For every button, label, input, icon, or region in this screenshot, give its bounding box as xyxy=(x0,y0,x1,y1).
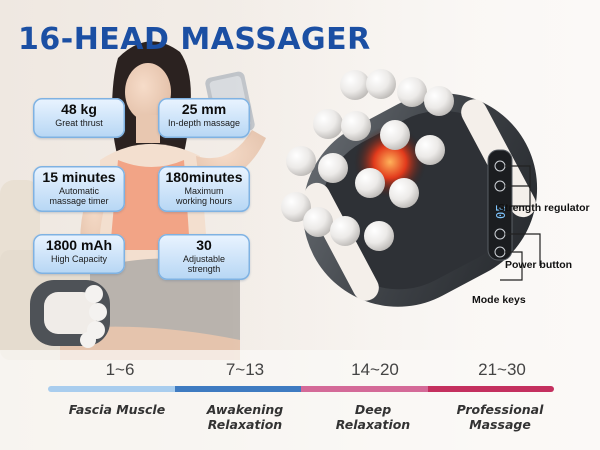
spec-desc: Adjustable strength xyxy=(182,254,226,274)
level-range-1: 1~6 xyxy=(105,360,135,379)
scale-segment-3 xyxy=(301,386,428,392)
spec-desc: Maximum working hours xyxy=(175,186,233,206)
spec-value: 1800 mAh xyxy=(45,237,113,253)
level-range-4: 21~30 xyxy=(478,360,526,379)
spec-value: 30 xyxy=(196,237,212,253)
level-label-4: Professional Massage xyxy=(456,402,544,432)
display-readout: 0E xyxy=(494,205,508,219)
callout-strength-regulator: Strength regulator xyxy=(498,202,590,214)
scale-segment-2 xyxy=(174,386,301,392)
level-label-3: Deep Relaxation xyxy=(335,402,411,432)
spec-desc: High Capacity xyxy=(50,254,108,264)
level-range-3: 14~20 xyxy=(351,360,399,379)
callout-mode-keys: Mode keys xyxy=(472,294,526,306)
scale-segment-1 xyxy=(48,386,175,392)
spec-desc: In-depth massage xyxy=(167,118,241,128)
callout-power-button: Power button xyxy=(505,259,573,271)
massage-heads xyxy=(281,69,454,251)
spec-desc: Automatic massage timer xyxy=(49,186,109,206)
spec-desc: Great thrust xyxy=(55,118,103,128)
scale-segment-4 xyxy=(427,386,554,392)
spec-value: 48 kg xyxy=(61,101,97,117)
spec-value: 180minutes xyxy=(165,169,243,185)
spec-card-strength: 30 Adjustable strength xyxy=(158,234,250,280)
massager-product-image: 0E xyxy=(281,69,541,307)
spec-card-working-hours: 180minutes Maximum working hours xyxy=(158,166,250,212)
spec-card-timer: 15 minutes Automatic massage timer xyxy=(33,166,125,212)
spec-value: 15 minutes xyxy=(42,169,116,185)
level-label-1: Fascia Muscle xyxy=(68,402,166,417)
spec-value: 25 mm xyxy=(181,101,227,117)
strength-scale-bar xyxy=(48,386,554,392)
spec-card-thrust: 48 kg Great thrust xyxy=(33,98,125,138)
level-label-2: Awakening Relaxation xyxy=(206,402,284,432)
spec-card-battery: 1800 mAh High Capacity xyxy=(33,234,125,274)
spec-card-depth: 25 mm In-depth massage xyxy=(158,98,250,138)
page-title: 16-HEAD MASSAGER xyxy=(18,22,371,57)
level-range-2: 7~13 xyxy=(225,360,265,379)
callout-lines xyxy=(500,165,541,281)
